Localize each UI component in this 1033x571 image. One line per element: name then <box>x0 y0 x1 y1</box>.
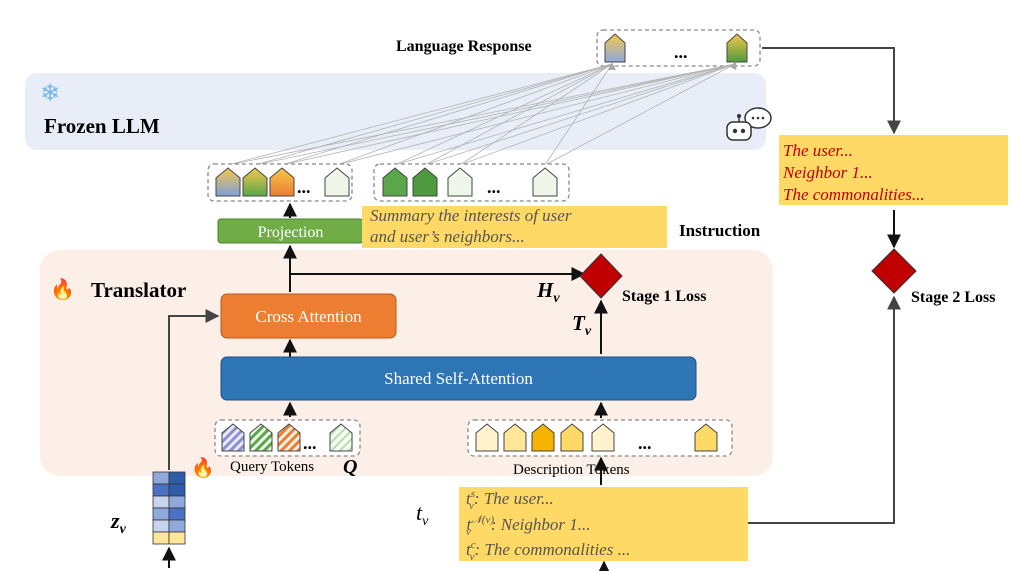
arrow-z-to-cross <box>168 309 220 470</box>
robot-chat-icon <box>726 107 772 141</box>
arrow-description-to-stage2 <box>748 295 901 524</box>
instruction-token <box>412 167 438 197</box>
instruction-token <box>532 167 558 197</box>
instruction-note <box>362 206 667 248</box>
query-token <box>249 423 273 452</box>
projected-ellipsis: ... <box>297 177 311 197</box>
query-token <box>277 423 301 452</box>
query-ellipsis: ... <box>303 433 317 453</box>
self-attention-block <box>220 356 697 401</box>
description-note <box>459 487 748 561</box>
projected-token <box>215 167 241 197</box>
symbol-H: Hv <box>536 278 560 306</box>
output-line3: The commonalities... <box>783 185 925 204</box>
description-token <box>591 423 615 452</box>
projected-token <box>269 167 295 197</box>
projection-label: Projection <box>258 224 324 241</box>
projected-token <box>242 167 268 197</box>
frozen-llm-label: Frozen LLM <box>44 114 160 138</box>
cross-attention-label: Cross Attention <box>255 307 362 326</box>
symbol-z: zv <box>110 508 127 537</box>
z-vector <box>152 471 186 545</box>
frozen-llm-panel <box>25 73 766 150</box>
snowflake-icon: ❄ <box>40 80 60 107</box>
description-tokens-label: Description Tokens <box>513 462 630 478</box>
output-line2: Neighbor 1... <box>782 163 873 182</box>
query-token <box>329 423 353 452</box>
instruction-text-line2: and user’s neighbors... <box>370 227 525 246</box>
translator-label: Translator <box>91 278 186 302</box>
stage1-loss-label: Stage 1 Loss <box>622 288 706 305</box>
output-line1: The user... <box>783 141 853 160</box>
self-attention-label: Shared Self-Attention <box>384 369 533 388</box>
query-symbol: Q <box>343 456 357 478</box>
query-token <box>221 423 245 452</box>
description-token <box>503 423 527 452</box>
query-tokens-label: Query Tokens <box>230 459 314 475</box>
response-token <box>726 33 748 63</box>
translator-fire-icon: 🔥 <box>50 277 75 301</box>
description-token <box>531 423 555 452</box>
stage2-loss-diamond <box>871 248 917 294</box>
instruction-token <box>382 167 408 197</box>
query-fire-icon: 🔥 <box>191 456 215 479</box>
description-token <box>694 423 718 452</box>
symbol-t: tv <box>416 500 429 529</box>
projected-token <box>324 167 350 197</box>
response-tokens-box <box>596 29 761 67</box>
instruction-label: Instruction <box>679 221 761 240</box>
description-token <box>475 423 499 452</box>
description-ellipsis: ... <box>638 433 652 453</box>
llm-attention-lines <box>227 63 736 166</box>
stage1-loss-diamond <box>579 253 623 299</box>
symbol-T: Tv <box>572 311 592 339</box>
arrow-response-to-output <box>762 47 901 135</box>
instruction-ellipsis: ... <box>487 177 501 197</box>
stage2-loss-label: Stage 2 Loss <box>911 289 995 306</box>
output-note <box>779 135 1008 205</box>
cross-attention-block <box>220 293 397 339</box>
language-response-label: Language Response <box>396 38 532 55</box>
response-ellipsis: ... <box>674 42 688 62</box>
instruction-token <box>447 167 473 197</box>
instruction-text-line1: Summary the interests of user <box>370 206 572 225</box>
description-token <box>560 423 584 452</box>
response-token <box>604 33 626 63</box>
